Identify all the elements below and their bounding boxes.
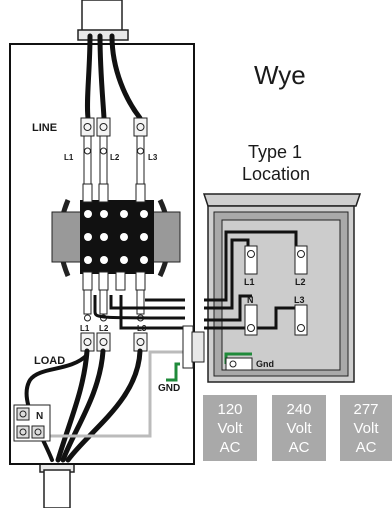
load-l1-label: L1 — [80, 324, 90, 333]
inner-l1-label: L1 — [244, 277, 255, 287]
load-l2-label: L2 — [99, 324, 109, 333]
inner-l3-label: L3 — [294, 295, 305, 305]
line-label: LINE — [32, 122, 57, 134]
voltage-unit: Volt — [286, 420, 312, 437]
voltage-value: 277 — [353, 401, 379, 418]
inner-gnd-label: Gnd — [256, 359, 274, 369]
voltage-type: AC — [355, 439, 377, 456]
voltage-tile-240: 240 Volt AC — [272, 395, 326, 461]
voltage-unit: Volt — [217, 420, 243, 437]
branch-wires — [93, 295, 186, 330]
inner-wiring — [204, 230, 298, 330]
load-label: LOAD — [34, 355, 65, 367]
load-terminals — [80, 289, 148, 352]
diagram-title: Wye — [254, 60, 306, 90]
neutral-wire — [38, 350, 185, 438]
load-l3-label: L3 — [137, 324, 147, 333]
neutral-label: N — [36, 411, 43, 422]
voltage-tile-120: 120 Volt AC — [203, 395, 257, 461]
meter-socket — [51, 183, 181, 291]
bottom-conduit — [39, 459, 75, 509]
voltage-tile-277: 277 Volt AC — [340, 395, 392, 461]
voltage-value: 240 — [286, 401, 312, 418]
line-wires — [84, 33, 143, 121]
inner-l2-label: L2 — [295, 277, 306, 287]
voltage-type: AC — [219, 439, 241, 456]
connector-nipple — [182, 325, 205, 369]
location-label-line2: Location — [242, 164, 311, 184]
voltage-value: 120 — [217, 401, 243, 418]
neutral-block — [13, 404, 51, 442]
inner-n-label: N — [247, 295, 254, 305]
line-l2-label: L2 — [110, 153, 120, 162]
top-conduit — [77, 0, 129, 41]
line-l3-label: L3 — [148, 153, 158, 162]
ground-wire — [166, 362, 180, 382]
voltage-type: AC — [288, 439, 310, 456]
location-label-line1: Type 1 — [248, 142, 303, 162]
gnd-label: GND — [158, 383, 180, 394]
line-terminals — [80, 117, 148, 185]
line-l1-label: L1 — [64, 153, 74, 162]
voltage-unit: Volt — [353, 420, 379, 437]
inner-terminals — [225, 245, 308, 371]
